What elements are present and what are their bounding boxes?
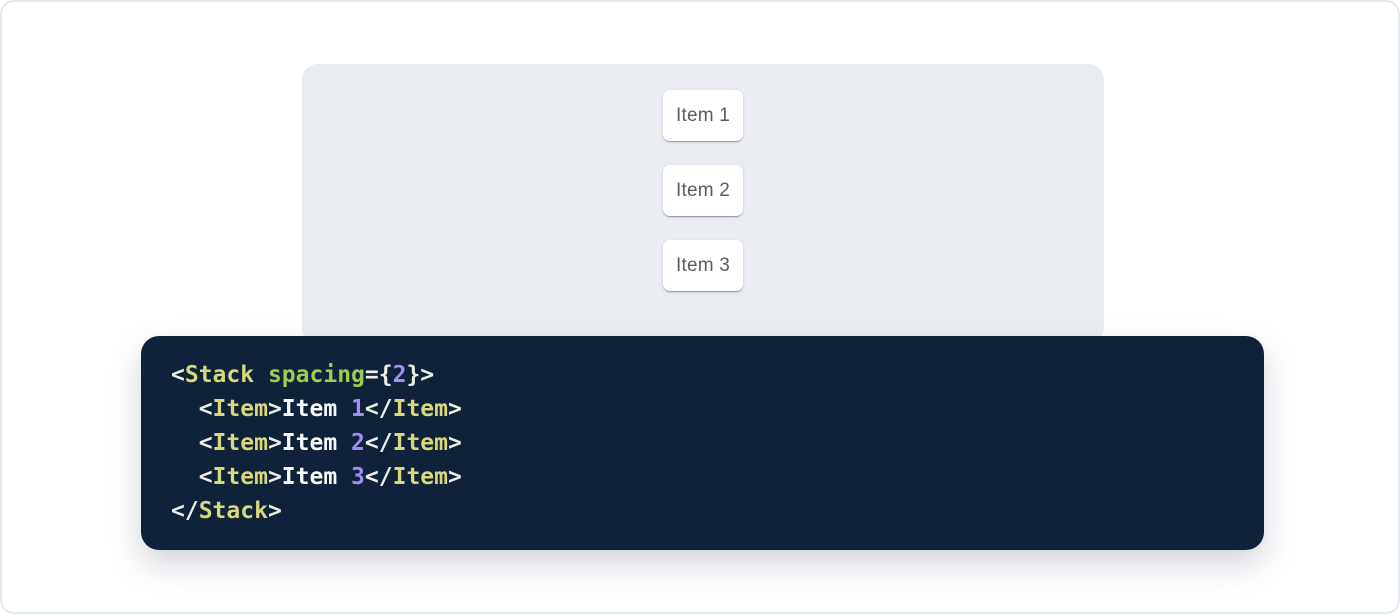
code-token-punctuation: </ bbox=[364, 430, 393, 456]
code-token-tag: Item bbox=[212, 430, 268, 456]
code-line: </Stack> bbox=[171, 494, 1234, 528]
code-token-punctuation: > bbox=[267, 464, 282, 490]
code-token-number: 1 bbox=[351, 396, 365, 422]
code-token-punctuation: }> bbox=[406, 362, 435, 388]
stack-item-label: Item 3 bbox=[676, 254, 730, 276]
stack-item-label: Item 2 bbox=[676, 179, 730, 201]
code-token-punctuation: > bbox=[448, 430, 462, 456]
code-token-punctuation: < bbox=[171, 362, 185, 388]
code-line: <Item>Item 3</Item> bbox=[171, 460, 1234, 494]
stack-item-card: Item 2 bbox=[663, 165, 743, 216]
code-block: <Stack spacing={2}> <Item>Item 1</Item> … bbox=[141, 336, 1264, 550]
stack-demo-panel: Item 1 Item 2 Item 3 bbox=[302, 64, 1104, 344]
code-token-punctuation: < bbox=[171, 396, 213, 422]
code-line: <Stack spacing={2}> bbox=[171, 358, 1234, 392]
code-token-tag: Item bbox=[392, 430, 448, 456]
code-token-tag: Item bbox=[392, 464, 448, 490]
stack-item-card: Item 3 bbox=[663, 240, 743, 291]
code-token-tag: Stack bbox=[184, 362, 255, 388]
code-token-tag: Item bbox=[392, 396, 448, 422]
code-token-punctuation: > bbox=[267, 396, 282, 422]
code-token-punctuation: </ bbox=[364, 464, 393, 490]
stack-item-card: Item 1 bbox=[663, 90, 743, 141]
code-token-punctuation: > bbox=[267, 430, 282, 456]
code-token-number: 2 bbox=[351, 430, 365, 456]
code-token-number: 3 bbox=[351, 464, 365, 490]
code-token-punctuation: ={ bbox=[364, 362, 393, 388]
code-token-punctuation: > bbox=[448, 464, 462, 490]
code-token-text: Item bbox=[281, 396, 352, 422]
code-token-text: Item bbox=[281, 430, 352, 456]
code-token-number: 2 bbox=[392, 362, 407, 388]
code-line: <Item>Item 1</Item> bbox=[171, 392, 1234, 426]
code-token-punctuation: < bbox=[171, 464, 213, 490]
code-token-tag: Item bbox=[212, 396, 268, 422]
code-token-punctuation: > bbox=[267, 498, 282, 524]
code-token-tag: Item bbox=[212, 464, 268, 490]
code-line: <Item>Item 2</Item> bbox=[171, 426, 1234, 460]
code-token-text: Item bbox=[281, 464, 352, 490]
code-token-attr-name: spacing bbox=[254, 362, 365, 388]
code-token-punctuation: </ bbox=[364, 396, 393, 422]
code-token-tag: Stack bbox=[198, 498, 268, 524]
code-token-punctuation: > bbox=[448, 396, 462, 422]
stack-item-label: Item 1 bbox=[676, 104, 730, 126]
code-token-punctuation: < bbox=[171, 430, 213, 456]
code-token-punctuation: </ bbox=[171, 498, 199, 524]
